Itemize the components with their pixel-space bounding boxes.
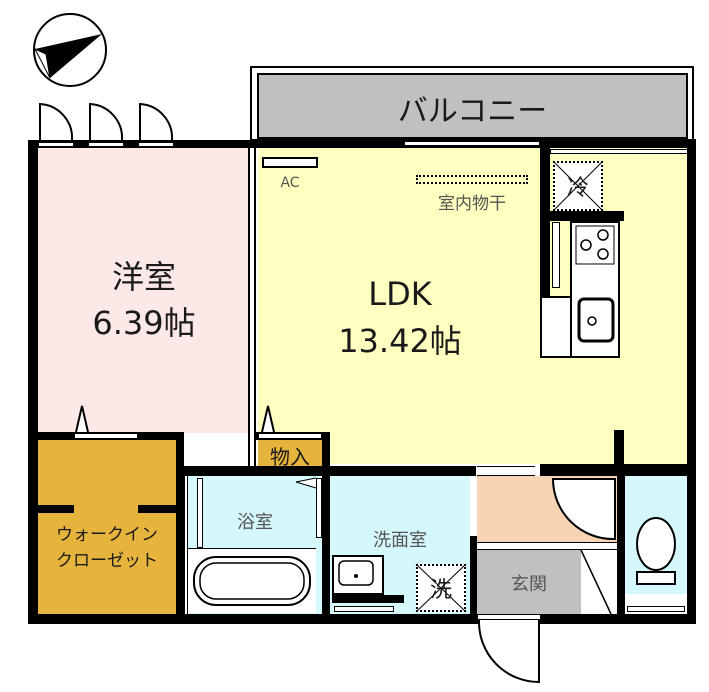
bath-inner-wall-r xyxy=(197,478,203,548)
entrance-door-frame xyxy=(477,614,541,620)
wall-left xyxy=(28,140,38,624)
entrance-door-swing-icon xyxy=(477,619,540,684)
ac-label: AC xyxy=(280,175,300,191)
wall-bath-wash xyxy=(322,476,330,614)
indoor-drying-rail xyxy=(416,175,528,184)
entrance-label: 玄関 xyxy=(511,574,547,595)
hall-opening xyxy=(477,466,535,476)
door-swing-icon xyxy=(551,478,616,541)
bath-inner-wall xyxy=(184,476,188,614)
ac-unit xyxy=(262,157,318,168)
shoe-cabinet-icon xyxy=(580,549,612,615)
north-arrow-icon xyxy=(33,13,107,87)
window-top-1 xyxy=(38,142,74,147)
washer-label: 洗 xyxy=(429,578,452,603)
toilet-window xyxy=(627,606,685,612)
door-marker-icon xyxy=(261,405,275,433)
door-closet xyxy=(74,433,138,439)
washer-cross-icon xyxy=(415,563,467,613)
window-kitchen xyxy=(550,149,688,154)
ldk-size: 13.42帖 xyxy=(338,322,462,360)
entrance xyxy=(477,550,581,614)
sink-icon xyxy=(577,297,615,343)
door-storage xyxy=(258,433,322,439)
bathtub-icon xyxy=(193,556,311,606)
door-marker-icon xyxy=(75,405,89,433)
vanity-base-window xyxy=(334,606,394,612)
wall-closet-right xyxy=(176,432,184,614)
toilet-icon xyxy=(636,517,676,585)
stove-icon xyxy=(575,225,615,265)
hall-white xyxy=(184,438,250,466)
wall-closet-div-l xyxy=(38,505,74,513)
kitchen-side-window xyxy=(552,222,560,288)
storage-label: 物入 xyxy=(270,445,310,469)
door-marker-icon xyxy=(295,477,317,489)
window-top-2 xyxy=(88,142,124,147)
wall-right xyxy=(687,139,696,624)
fridge-cross-icon xyxy=(552,160,604,212)
wall-storage-right xyxy=(322,432,330,472)
window-balcony xyxy=(404,141,540,146)
washroom-label: 洗面室 xyxy=(373,530,427,551)
wall-kitchen-shelf xyxy=(540,211,624,221)
balcony xyxy=(257,73,688,139)
wall-western-ldk xyxy=(248,148,256,466)
fridge-label: 冷 xyxy=(566,176,589,201)
closet-label-line1: ウォークイン xyxy=(56,525,158,545)
washbasin-icon xyxy=(338,560,374,586)
wall-bottom xyxy=(28,614,696,624)
wall-wash-entrance xyxy=(470,536,477,614)
bath-label: 浴室 xyxy=(237,512,273,533)
wall-toilet-left xyxy=(617,476,625,614)
wall-closet-div-r xyxy=(138,505,176,513)
indoor-drying-label: 室内物干 xyxy=(438,194,506,214)
walk-in-closet xyxy=(38,440,176,614)
western-room-size: 6.39帖 xyxy=(92,304,196,342)
shoe-box xyxy=(581,550,617,614)
wall-kitchen-left xyxy=(540,148,550,296)
window-top-3 xyxy=(138,142,174,147)
western-room-name: 洋室 xyxy=(111,258,176,296)
storage-room xyxy=(258,440,322,466)
balcony-label: バルコニー xyxy=(397,94,548,129)
wall-ldk-stub xyxy=(614,430,624,470)
window-sash-icon xyxy=(39,102,174,141)
hall-step xyxy=(477,542,617,550)
wall-ldk-bottom-right xyxy=(540,464,696,476)
western-room xyxy=(38,148,250,433)
ldk-name: LDK xyxy=(368,275,432,313)
vanity-base xyxy=(332,595,404,603)
closet-label-line2: クローゼット xyxy=(56,551,158,571)
bath-door-frame xyxy=(316,478,322,538)
